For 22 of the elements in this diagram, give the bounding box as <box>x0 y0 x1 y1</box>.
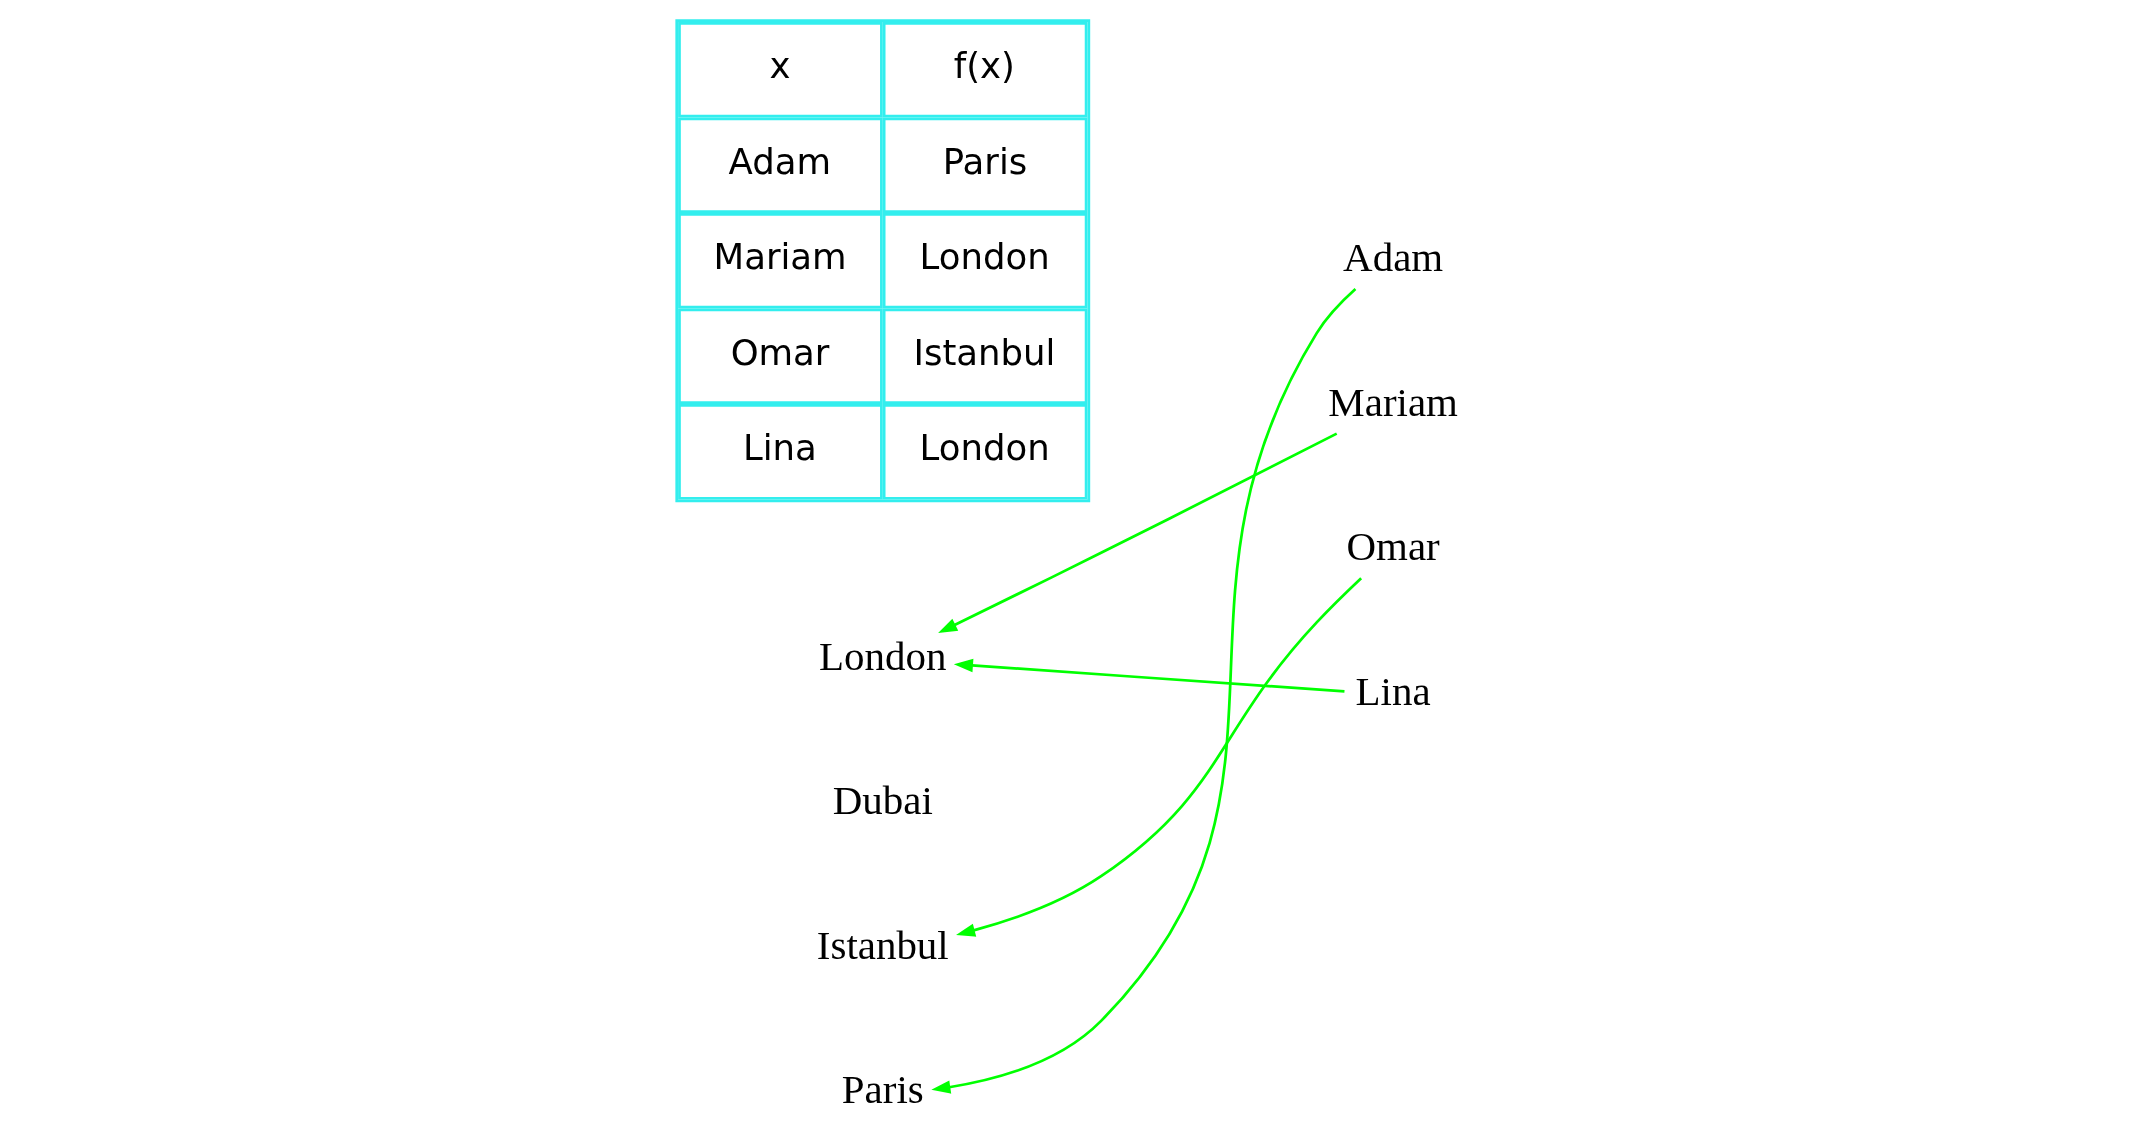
node-text: Mariam <box>1327 379 1458 425</box>
label: Omar <box>730 331 829 373</box>
label: Lina <box>742 427 817 469</box>
label: Paris <box>942 140 1027 182</box>
label: Istanbul <box>912 331 1055 373</box>
node-text: Adam <box>1342 235 1443 281</box>
label: f(x) <box>953 45 1015 87</box>
label: Adam <box>728 140 831 182</box>
arrow <box>930 288 1356 1094</box>
label: x <box>769 45 791 87</box>
label: London <box>919 427 1050 469</box>
label: London <box>919 236 1050 278</box>
arrow <box>937 432 1337 634</box>
label: Mariam <box>713 236 847 278</box>
node-text: London <box>818 633 946 679</box>
arrow <box>955 577 1362 937</box>
node-text: Dubai <box>832 778 933 824</box>
node-text: Istanbul <box>816 922 949 968</box>
node-text: Omar <box>1346 524 1440 570</box>
node-text: Lina <box>1355 668 1431 714</box>
node-text: Paris <box>841 1067 924 1113</box>
arrow <box>953 658 1345 693</box>
